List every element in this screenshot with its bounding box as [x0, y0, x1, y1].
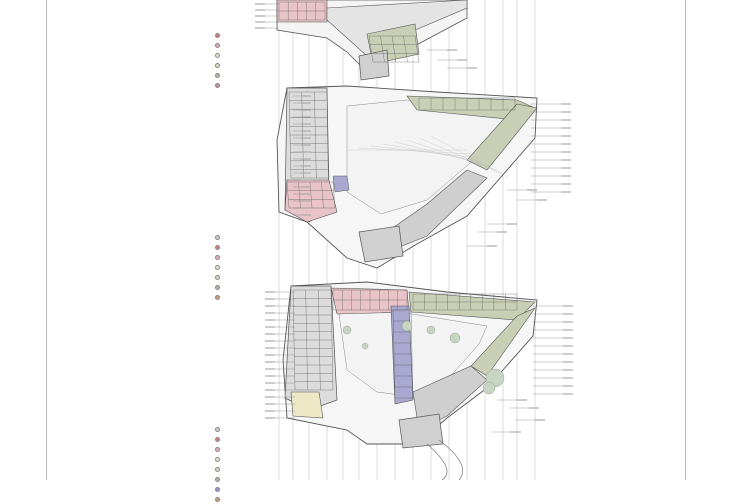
tree-canopy: [426, 325, 436, 335]
legend-item: [215, 60, 225, 70]
floor-plan-middle: [276, 85, 538, 269]
legend-item: [215, 70, 225, 80]
tree-canopy: [449, 332, 461, 344]
legend-item: [215, 242, 225, 252]
legend-swatch: [215, 42, 220, 48]
middle-stair-block: [358, 225, 404, 263]
top-floor-stair-block: [358, 49, 390, 81]
room-partition: [414, 35, 420, 63]
legend-swatch: [215, 274, 220, 280]
legend-swatch: [215, 264, 220, 270]
room-partition: [286, 181, 290, 209]
ground-west-wing: [284, 285, 338, 411]
tree-canopy: [342, 325, 352, 335]
legend-item: [215, 272, 225, 282]
middle-floor-room-grid: [286, 91, 516, 209]
ground-stair-block: [398, 413, 444, 449]
floor-plan-top: [276, 0, 468, 81]
legend-item: [215, 464, 225, 474]
legend-item: [215, 454, 225, 464]
legend-item: [215, 252, 225, 262]
courtyard-hatch: [418, 137, 504, 175]
legend-swatch: [215, 72, 220, 78]
legend-swatch: [215, 284, 220, 290]
legend-middle-floor: [215, 232, 225, 302]
legend-swatch: [215, 234, 220, 240]
legend-item: [215, 444, 225, 454]
legend-swatch: [215, 466, 220, 472]
legend-swatch: [215, 426, 220, 432]
ground-entry-yellow: [290, 391, 324, 419]
legend-item: [215, 474, 225, 484]
middle-east-wing-green: [466, 103, 538, 171]
legend-swatch: [215, 62, 220, 68]
legend-swatch: [215, 446, 220, 452]
legend-top-floor: [215, 30, 225, 90]
legend-swatch: [215, 244, 220, 250]
ground-floor-room-grid: [292, 289, 518, 399]
room-partition: [391, 35, 397, 63]
legend-item: [215, 232, 225, 242]
legend-item: [215, 292, 225, 302]
tree-canopy: [401, 320, 413, 332]
room-partition: [403, 35, 408, 63]
floor-plan-ground: [282, 281, 538, 480]
legend-item: [215, 434, 225, 444]
courtyard-trees: [342, 320, 505, 395]
room-partition: [298, 181, 301, 209]
legend-item: [215, 484, 225, 494]
legend-swatch: [215, 52, 220, 58]
legend-ground-floor: [215, 424, 225, 504]
tree-canopy: [361, 342, 369, 350]
legend-item: [215, 30, 225, 40]
tree-canopy: [482, 381, 496, 395]
legend-item: [215, 424, 225, 434]
legend-item: [215, 40, 225, 50]
ground-purple-spine: [390, 305, 414, 405]
annotation-leader-lines: [255, 3, 573, 433]
exploded-axonometric-plans: [255, 0, 573, 480]
legend-swatch: [215, 294, 220, 300]
room-partition: [380, 35, 385, 63]
top-floor-room-grid: [278, 1, 420, 63]
legend-swatch: [215, 496, 220, 502]
legend-swatch: [215, 32, 220, 38]
room-partition: [309, 181, 313, 209]
legend-item: [215, 80, 225, 90]
legend-swatch: [215, 254, 220, 260]
legend-swatch: [215, 82, 220, 88]
legend-item: [215, 50, 225, 60]
legend-swatch: [215, 436, 220, 442]
legend-swatch: [215, 456, 220, 462]
drawing-sheet: [46, 0, 686, 502]
middle-purple-room: [332, 175, 350, 193]
room-partition: [332, 181, 336, 209]
room-partition: [368, 35, 374, 63]
room-partition: [321, 181, 324, 209]
ground-entry-path: [426, 439, 463, 480]
courtyard-hatch: [430, 135, 510, 179]
legend-item: [215, 262, 225, 272]
legend-item: [215, 494, 225, 504]
legend-swatch: [215, 476, 220, 482]
legend-swatch: [215, 486, 220, 492]
legend-item: [215, 282, 225, 292]
